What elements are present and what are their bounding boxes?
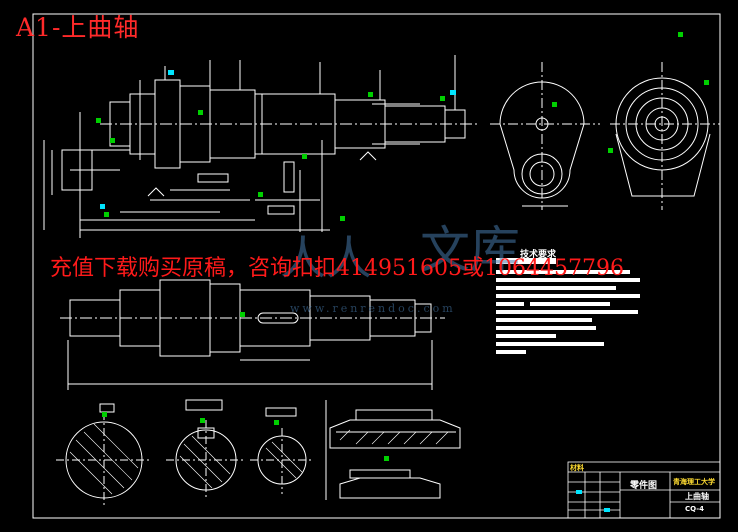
main-shaft-view	[43, 55, 480, 238]
side-view	[610, 62, 720, 210]
watermark-text-1: 人人	[280, 231, 372, 285]
part-drawing-label: 零件图	[630, 481, 658, 491]
school-name: 青海理工大学	[673, 478, 715, 486]
dimension-marks	[96, 32, 709, 461]
lower-shaft-view	[60, 279, 445, 390]
crank-web-view	[490, 62, 600, 210]
promo-banner: 充值下载购买原稿，咨询扣扣414951605或1064457796	[50, 256, 624, 281]
tech-requirements-block	[496, 258, 640, 354]
sheet-title: A1-上曲轴	[16, 13, 140, 42]
drawing-code: CQ-4	[685, 505, 704, 513]
title-block-label: 材料	[570, 464, 584, 472]
detail-views	[325, 400, 461, 500]
drawing-border	[32, 13, 721, 519]
watermark-text-2: 文库	[420, 221, 520, 279]
title-block	[567, 461, 721, 519]
tech-requirements-heading: 技术要求	[520, 250, 557, 260]
part-name: 上曲轴	[685, 492, 709, 501]
watermark-url: www.renrendoc.com	[290, 302, 456, 315]
highlight-marks	[100, 70, 610, 512]
section-views	[56, 399, 314, 508]
